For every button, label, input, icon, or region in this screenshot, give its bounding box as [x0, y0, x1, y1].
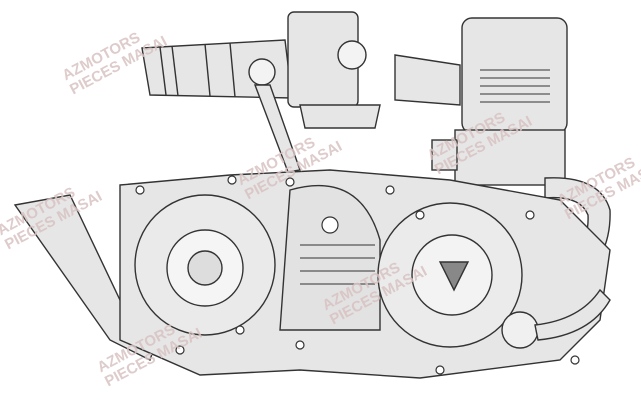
- cylinder-head: [431, 17, 568, 186]
- intake-tube: [141, 39, 301, 173]
- crankcase: [119, 169, 611, 379]
- carburetor: [287, 11, 461, 129]
